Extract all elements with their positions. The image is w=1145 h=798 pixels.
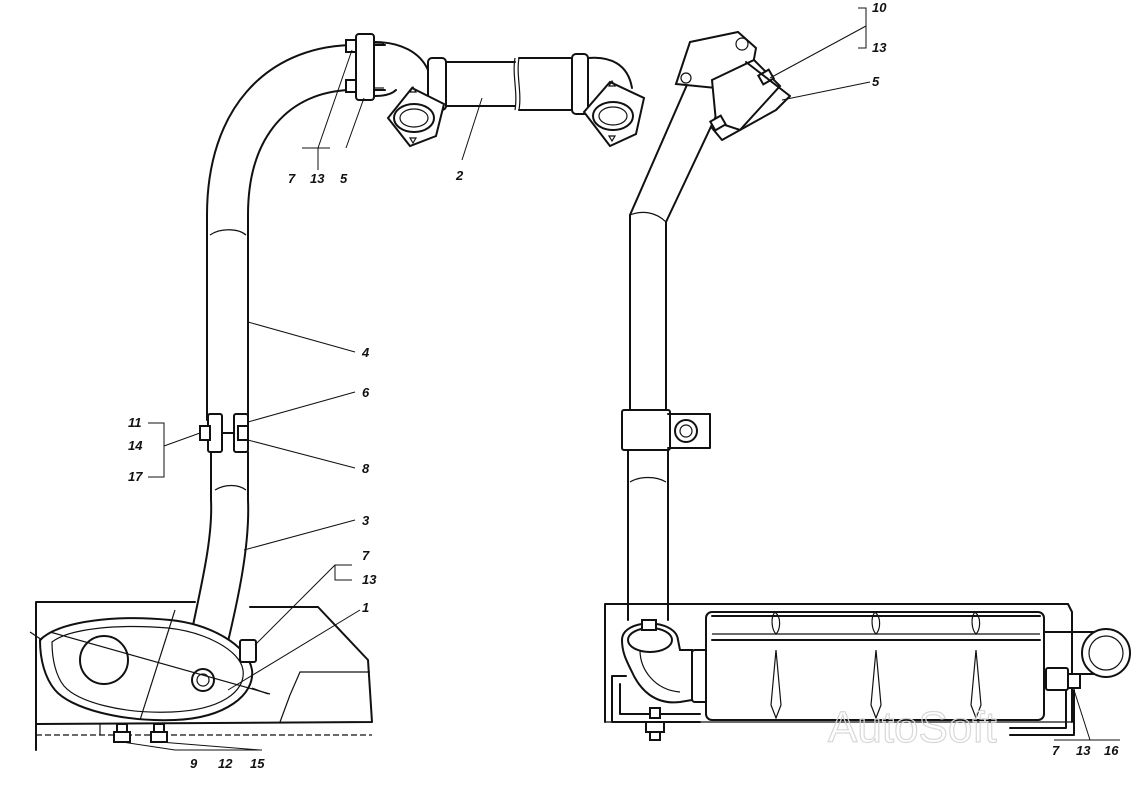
label-5-right: 5 xyxy=(872,74,880,89)
label-15: 15 xyxy=(250,756,265,771)
right-view: AutoSoft xyxy=(604,7,1131,753)
bracket-front xyxy=(611,675,701,741)
pipe-4 xyxy=(206,44,386,421)
label-13-top-right: 13 xyxy=(872,40,887,55)
watermark: AutoSoft xyxy=(828,703,997,752)
label-13-bottom-right: 13 xyxy=(1076,743,1091,758)
label-11: 11 xyxy=(128,415,142,430)
left-view xyxy=(29,33,646,751)
label-4: 4 xyxy=(361,345,370,360)
clamp-6-8 xyxy=(199,413,249,453)
label-7-right: 7 xyxy=(1052,743,1060,758)
elbow-right xyxy=(620,619,709,704)
outlet-pipe xyxy=(1009,628,1131,736)
callout-labels: 1 2 3 4 5 5 6 7 7 7 8 9 10 11 12 13 13 1… xyxy=(128,0,1119,771)
label-7-top-left: 7 xyxy=(288,171,296,186)
left-frame xyxy=(35,601,373,751)
label-17: 17 xyxy=(128,469,143,484)
leaders-left xyxy=(121,49,483,751)
label-14: 14 xyxy=(128,438,143,453)
flange-5-left xyxy=(345,33,384,101)
label-6: 6 xyxy=(362,385,370,400)
manifold-flange-right xyxy=(674,30,791,141)
label-13-mid-left: 13 xyxy=(362,572,377,587)
pipe-3 xyxy=(189,451,250,651)
label-16: 16 xyxy=(1104,743,1119,758)
label-12: 12 xyxy=(218,756,233,771)
mount-bolts-left xyxy=(113,723,168,743)
label-3: 3 xyxy=(362,513,370,528)
pipe-2 xyxy=(374,41,633,115)
label-8: 8 xyxy=(362,461,370,476)
clamp-right xyxy=(621,409,711,451)
label-7-mid-left: 7 xyxy=(362,548,370,563)
label-5-left: 5 xyxy=(340,171,348,186)
label-13-top-left: 13 xyxy=(310,171,325,186)
lower-pipe xyxy=(627,449,669,621)
leaders-right xyxy=(769,7,1120,741)
label-2: 2 xyxy=(455,168,464,183)
label-9: 9 xyxy=(190,756,198,771)
label-10: 10 xyxy=(872,0,887,15)
inclined-pipe xyxy=(629,54,733,411)
manifold-flanges-left xyxy=(386,79,646,148)
muffler-1 xyxy=(29,609,271,722)
label-1: 1 xyxy=(362,600,369,615)
muffler-right xyxy=(705,611,1045,721)
